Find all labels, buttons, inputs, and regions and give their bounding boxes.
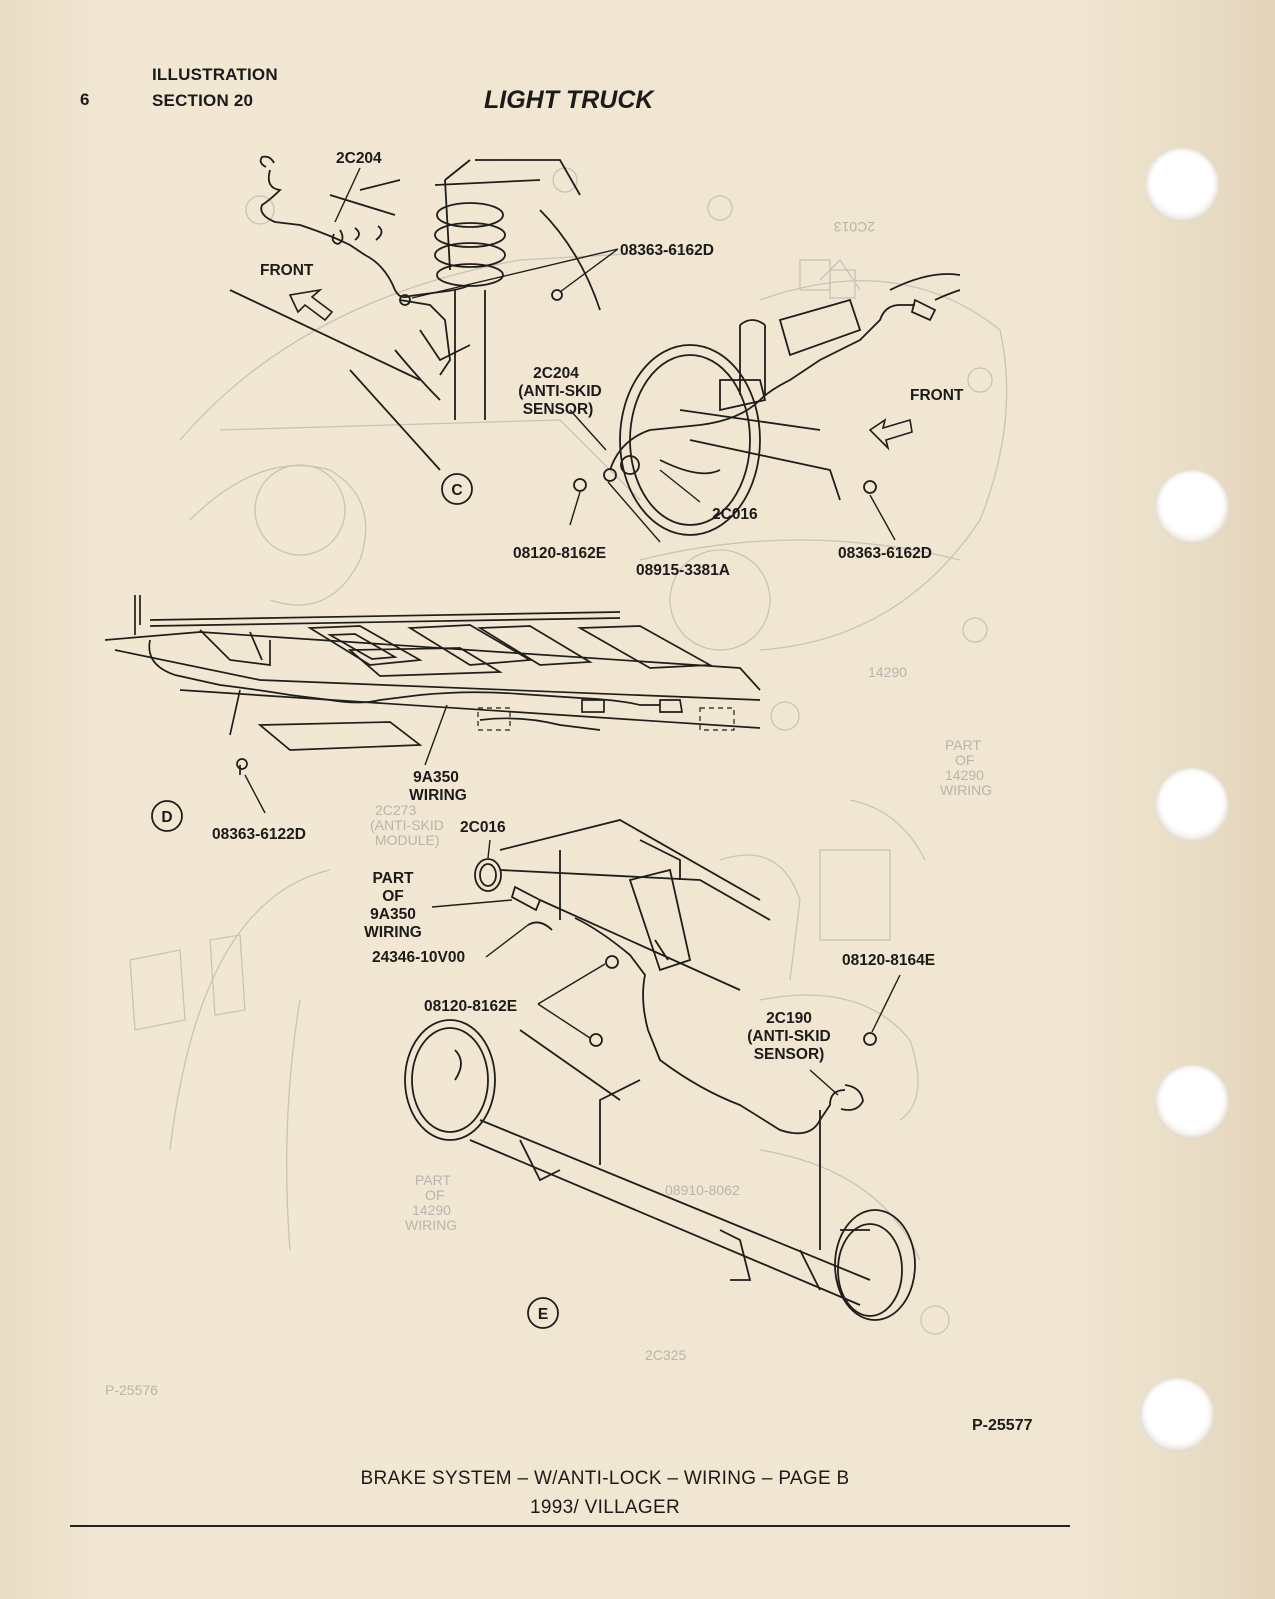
- binder-hole: [1155, 768, 1229, 842]
- svg-text:2C273: 2C273: [375, 802, 416, 818]
- label-08915-3381a: 08915-3381A: [636, 562, 730, 579]
- view-c-artwork: [229, 155, 961, 536]
- label-wiring: WIRING: [409, 787, 467, 804]
- view-marker-circle: [441, 473, 473, 505]
- svg-text:2C013: 2C013: [834, 219, 875, 235]
- binder-hole: [1140, 1378, 1214, 1452]
- footer-caption: BRAKE SYSTEM – W/ANTI-LOCK – WIRING – PA…: [360, 1468, 850, 1489]
- svg-text:14290: 14290: [868, 664, 907, 680]
- view-d-artwork: [104, 595, 761, 775]
- footer-rule: [70, 1525, 1070, 1527]
- bleed-through-artwork: [129, 167, 1008, 1335]
- label-wiring-e: WIRING: [364, 924, 422, 941]
- label-of: OF: [382, 888, 404, 905]
- label-anti-skid: (ANTI-SKID: [518, 383, 602, 400]
- figure-reference-number: P-25577: [972, 1417, 1033, 1434]
- label-24346-10v00: 24346-10V00: [372, 949, 465, 966]
- label-2c190: 2C190: [766, 1010, 812, 1027]
- svg-text:2C325: 2C325: [645, 1347, 686, 1363]
- page-number: 6: [80, 90, 90, 109]
- label-sensor-e: SENSOR): [754, 1046, 825, 1063]
- svg-text:14290: 14290: [412, 1202, 451, 1218]
- svg-text:WIRING: WIRING: [940, 782, 992, 798]
- view-d-labels: 9A350 WIRING 08363-6122D D: [151, 769, 467, 843]
- label-08120-8162e: 08120-8162E: [513, 545, 606, 562]
- binder-hole: [1155, 470, 1229, 544]
- binder-hole: [1145, 148, 1219, 222]
- view-e-leaders: [431, 839, 901, 1096]
- footer-model-year: 1993/ VILLAGER: [530, 1497, 680, 1518]
- label-08363-6122d: 08363-6122D: [212, 826, 306, 843]
- svg-text:PART: PART: [415, 1172, 451, 1188]
- svg-text:OF: OF: [955, 752, 974, 768]
- label-08363-6162d-top: 08363-6162D: [620, 242, 714, 259]
- label-2c016-e: 2C016: [460, 819, 506, 836]
- label-front-top: FRONT: [260, 262, 314, 279]
- bleed-through-text: 2C013 14290 PART OF 14290 WIRING 2C273 (…: [105, 219, 992, 1398]
- view-c-leaders: [334, 167, 896, 543]
- section-number: SECTION 20: [152, 91, 254, 110]
- view-d-dashed: [477, 707, 735, 731]
- label-anti-skid-e: (ANTI-SKID: [747, 1028, 831, 1045]
- label-2c204-sensor: 2C204: [533, 365, 579, 382]
- view-marker-circle: [151, 800, 183, 832]
- svg-text:P-25576: P-25576: [105, 1382, 158, 1398]
- view-d-leaders: [244, 704, 448, 814]
- label-08120-8164e: 08120-8164E: [842, 952, 935, 969]
- label-sensor: SENSOR): [523, 401, 594, 418]
- view-e-artwork: [404, 819, 916, 1321]
- section-label: ILLUSTRATION: [152, 65, 278, 84]
- svg-text:14290: 14290: [945, 767, 984, 783]
- label-2c204-top: 2C204: [336, 150, 382, 167]
- svg-text:(ANTI-SKID: (ANTI-SKID: [370, 817, 444, 833]
- label-9a350: 9A350: [413, 769, 459, 786]
- svg-text:08910-8062: 08910-8062: [665, 1182, 740, 1198]
- label-08120-8162e-e: 08120-8162E: [424, 998, 517, 1015]
- binder-hole: [1155, 1065, 1229, 1139]
- label-2c016: 2C016: [712, 506, 758, 523]
- svg-text:WIRING: WIRING: [405, 1217, 457, 1233]
- svg-text:PART: PART: [945, 737, 981, 753]
- label-9a350-e: 9A350: [370, 906, 416, 923]
- view-marker-d: D: [161, 809, 172, 826]
- svg-text:OF: OF: [425, 1187, 444, 1203]
- label-part: PART: [372, 870, 414, 887]
- view-e-labels: 2C016 PART OF 9A350 WIRING 24346-10V00 0…: [364, 819, 935, 1329]
- view-marker-e: E: [538, 1306, 548, 1323]
- label-front-right: FRONT: [910, 387, 964, 404]
- view-marker-c: C: [451, 482, 462, 499]
- svg-text:MODULE): MODULE): [375, 832, 440, 848]
- label-08363-6162d-right: 08363-6162D: [838, 545, 932, 562]
- page-title: LIGHT TRUCK: [484, 86, 654, 114]
- view-c-labels: 2C204 08363-6162D FRONT 2C204 (ANTI-SKID…: [260, 150, 964, 579]
- view-marker-circle: [527, 1297, 559, 1329]
